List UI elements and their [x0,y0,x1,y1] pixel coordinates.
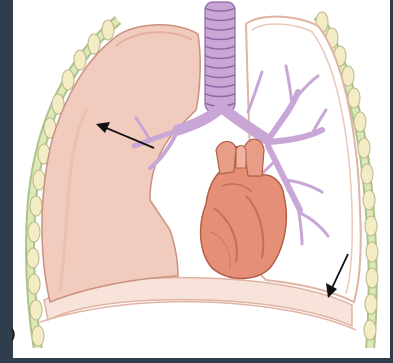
right-rib-7 [358,138,370,158]
right-rib-14 [364,320,376,340]
left-rib-2 [88,34,100,54]
bottom-band [13,348,390,358]
trachea [205,2,235,112]
left-rib-14 [32,326,44,346]
panel-label: ) [11,326,15,341]
left-rib-10 [28,222,40,242]
left-rib-11 [27,248,39,268]
right-rib-13 [365,294,377,314]
left-rib-1 [102,20,114,40]
right-rib-5 [348,88,360,108]
left-rib-13 [30,300,42,320]
right-rib-10 [365,216,377,236]
right-rib-8 [361,164,373,184]
left-rib-8 [33,170,45,190]
left-rib-4 [62,70,74,90]
left-rib-12 [28,274,40,294]
left-rib-3 [74,50,86,70]
right-rib-6 [354,112,366,132]
left-rib-9 [30,196,42,216]
aorta-left [216,141,236,174]
right-rib-12 [366,268,378,288]
right-rib-11 [366,242,378,262]
aorta-right [244,139,264,176]
right-rib-9 [363,190,375,210]
pulmonary-trunk [236,146,246,169]
